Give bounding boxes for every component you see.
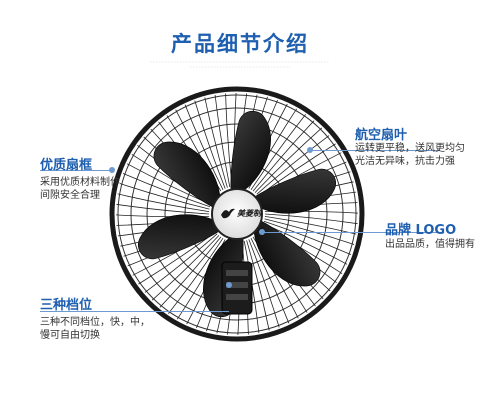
guard-spoke	[264, 213, 358, 225]
brand-logo-title: 品牌 LOGO	[385, 223, 457, 238]
guard-spoke	[194, 100, 226, 189]
guard-spoke	[122, 173, 211, 208]
guard-spoke	[119, 183, 210, 210]
guard-spoke	[144, 233, 218, 293]
blades-title: 航空扇叶	[355, 128, 408, 143]
guard-spoke	[250, 114, 307, 191]
fan-blade	[138, 214, 221, 260]
guard-spoke	[263, 220, 352, 255]
guard-spoke	[204, 97, 228, 188]
fan-blade	[253, 220, 321, 287]
guard-spoke	[184, 104, 224, 190]
guard-spoke	[250, 238, 290, 324]
guard-spoke	[214, 94, 231, 188]
guard-spoke	[167, 237, 224, 314]
guard-spoke	[159, 236, 222, 308]
guard-spoke	[243, 240, 260, 334]
guard-spoke	[116, 203, 210, 215]
guard-frame-desc-2: 间隙安全合理	[40, 190, 100, 201]
fan-hub	[211, 188, 263, 240]
fan-blade	[253, 168, 336, 214]
guard-spoke	[248, 239, 280, 328]
guard-spoke	[256, 135, 330, 195]
motor-housing	[221, 261, 253, 315]
guard-frame-desc-1: 采用优质材料制作	[40, 177, 120, 188]
leader-line-guard	[40, 170, 112, 171]
fan-blade	[153, 141, 221, 208]
guard-spoke	[264, 218, 355, 245]
guard-spoke	[252, 120, 315, 192]
fan-blade	[230, 111, 271, 193]
blades-desc-2: 光洁无异味，抗击力强	[355, 156, 455, 167]
brand-logo-desc: 出品品质，值得拥有	[385, 239, 475, 250]
guard-frame-title: 优质扇框	[40, 158, 93, 173]
speeds-desc-1: 三种不同档位，快，中，	[40, 317, 150, 328]
leader-line-blades	[310, 150, 440, 151]
speeds-desc-2: 慢可自由切换	[40, 330, 100, 341]
guard-spoke	[246, 240, 270, 331]
guard-spoke	[151, 235, 220, 301]
leader-line-brand	[262, 232, 442, 233]
guard-spoke	[254, 127, 323, 193]
guard-spoke	[117, 193, 210, 212]
swallow-logo-icon	[221, 208, 235, 219]
title-decoration	[150, 61, 330, 68]
page-title: 产品细节介绍	[171, 32, 309, 56]
fan-badge-text: 美菱制	[237, 209, 261, 218]
blades-desc-1: 运转更平稳，送风更均匀	[355, 143, 465, 154]
speeds-title: 三种档位	[40, 298, 93, 313]
leader-line-speeds	[40, 311, 229, 312]
